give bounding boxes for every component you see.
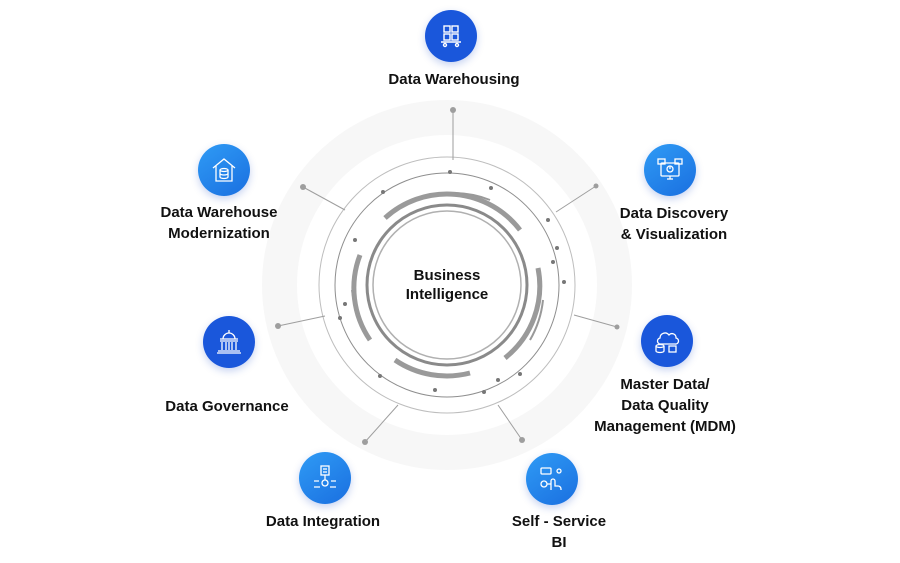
connector-endpoints — [275, 107, 620, 445]
label-master-data: Master Data/ Data Quality Management (MD… — [575, 374, 755, 437]
label-warehouse-modernization: Data Warehouse Modernization — [139, 202, 299, 244]
capitol-building-icon — [203, 316, 255, 368]
thick-arc-right — [503, 267, 543, 360]
tick-arc-2 — [529, 299, 544, 341]
cloud-database-icon — [641, 315, 693, 367]
label-data-governance: Data Governance — [147, 396, 307, 417]
label-data-warehousing: Data Warehousing — [354, 69, 554, 90]
label-line: Data Warehouse — [160, 204, 278, 221]
label-line: BI — [551, 534, 567, 551]
tick-arc-1 — [454, 192, 491, 201]
middle-thin-ring — [334, 172, 560, 398]
label-line: Data Discovery — [619, 205, 729, 222]
label-self-service: Self - Service BI — [479, 511, 639, 553]
inner-ring-2 — [372, 210, 522, 360]
label-line: Data Quality — [621, 397, 709, 414]
warehouse-boxes-icon — [425, 10, 477, 62]
center-title: Business Intelligence — [367, 266, 527, 304]
thick-arc-top — [383, 191, 522, 232]
center-title-line-2: Intelligence — [405, 286, 489, 303]
label-line: Management (MDM) — [594, 418, 736, 435]
label-line: Data Warehousing — [388, 71, 520, 88]
inner-ring-1 — [365, 203, 529, 367]
inner-halo — [297, 135, 597, 435]
label-line: Modernization — [168, 225, 270, 242]
dashboard-monitor-icon — [644, 144, 696, 196]
house-database-icon — [198, 144, 250, 196]
touch-hand-icon — [526, 453, 578, 505]
label-line: Master Data/ — [620, 376, 710, 393]
label-line: Data Integration — [265, 513, 381, 530]
thick-arc-left — [351, 254, 373, 342]
label-data-discovery: Data Discovery & Visualization — [594, 203, 754, 245]
tick-arc-3 — [351, 289, 361, 321]
thick-arc-bottom — [393, 357, 471, 379]
label-line: Self - Service — [511, 513, 607, 530]
label-line: & Visualization — [620, 226, 728, 243]
label-line: Data Governance — [165, 398, 289, 415]
label-data-integration: Data Integration — [243, 511, 403, 532]
center-title-line-1: Business — [413, 267, 481, 284]
integration-flow-icon — [299, 452, 351, 504]
connector-lines — [277, 110, 618, 443]
ring-dots — [338, 170, 566, 394]
outer-thin-ring — [318, 156, 576, 414]
